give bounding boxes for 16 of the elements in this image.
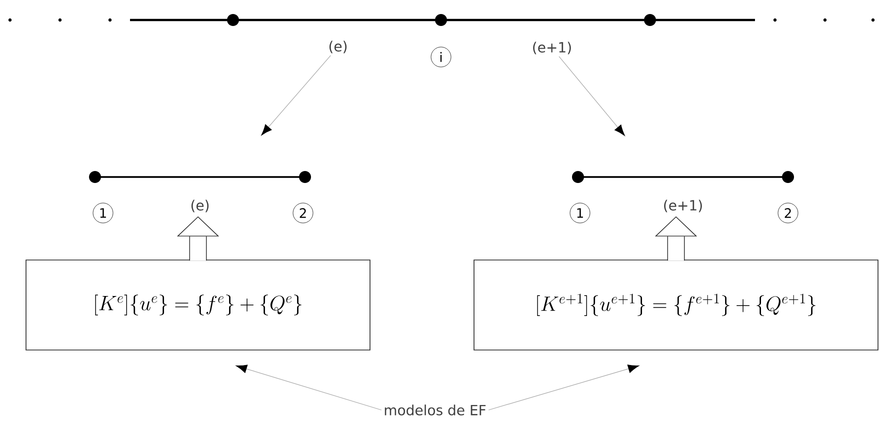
arrow: [558, 56, 625, 136]
circled-number: 1: [570, 202, 590, 224]
circled-number: i: [430, 46, 452, 68]
element-label: (e+1): [664, 200, 702, 212]
node-label: modelos de EF: [384, 404, 486, 416]
equation-box: $[K^{e}]\{u^{e}\}=\{f^{e}\}+\{Q^{e}\}$: [26, 260, 370, 350]
arrow: [261, 55, 331, 136]
equation-box: $[K^{e+1}]\{u^{e+1}\}=\{f^{e+1}\}+\{Q^{e+1}\}$: [474, 260, 878, 350]
node-label: (e+1): [533, 42, 571, 54]
arrow: [236, 364, 382, 410]
node-label: (e): [329, 40, 347, 54]
circled-number: 1: [92, 202, 114, 224]
circled-number: 2: [292, 202, 314, 224]
element-label: (e): [191, 200, 209, 212]
arrow: [488, 364, 640, 410]
circled-number: 2: [778, 202, 798, 224]
